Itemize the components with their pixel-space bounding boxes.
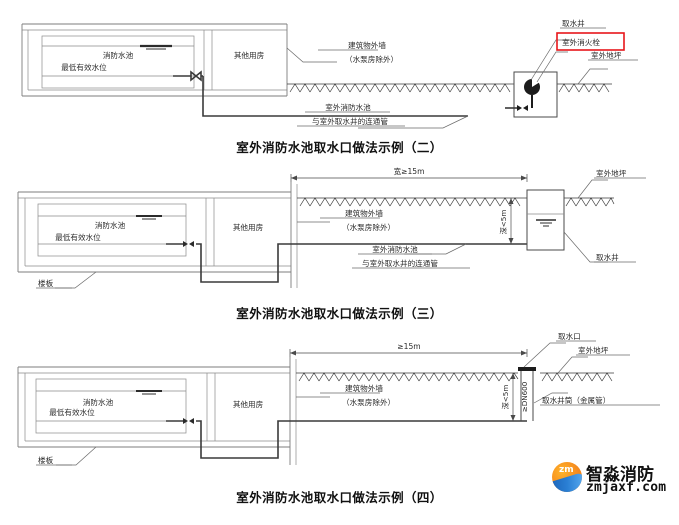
exterior-wall-leader xyxy=(286,47,378,63)
outdoor-grade-hatch xyxy=(297,197,527,207)
figure-3-caption: 室外消防水池取水口做法示例（四） xyxy=(236,490,443,505)
depth-dimension xyxy=(510,373,516,421)
building-outline xyxy=(21,23,288,97)
intake-port-label: 取水口 xyxy=(558,331,581,341)
depth-dimension-label: 深<5m xyxy=(501,385,510,410)
pool-label: 消防水池 xyxy=(95,220,126,230)
site-watermark: zm 智淼消防 zmjaxf.com xyxy=(552,458,676,502)
intake-well-casing xyxy=(518,367,536,421)
valve-and-outlet-pipe xyxy=(166,418,527,459)
intake-well-leader xyxy=(563,231,636,263)
depth-dimension-label: 深<5m xyxy=(499,210,508,235)
outdoor-grade-label: 室外地坪 xyxy=(596,168,627,178)
outdoor-grade-hatch-right xyxy=(557,83,612,93)
connect-pipe-line2: 与室外取水井的连通管 xyxy=(312,116,388,126)
other-room-label: 其他用房 xyxy=(233,399,263,409)
exterior-wall-label: 建筑物外墙 xyxy=(345,383,383,393)
connect-pipe-leader xyxy=(352,243,470,269)
figure-2-outdoor-fire-pool-intake-example-3: 宽≥15m 消防水池 最低有效水位 其他用房 楼板 xyxy=(0,160,679,325)
exterior-wall-note: （水泵房除外） xyxy=(342,222,395,232)
exterior-wall-label: 建筑物外墙 xyxy=(348,40,386,50)
hydrant-label: 室外消火栓 xyxy=(562,37,600,47)
pool-label: 消防水池 xyxy=(103,50,134,60)
exterior-wall-note: （水泵房除外） xyxy=(345,54,398,64)
hydrant-leader xyxy=(536,51,568,83)
brand-name-cn: 智淼消防 xyxy=(586,465,654,485)
outdoor-grade-label: 室外地坪 xyxy=(591,50,622,60)
other-room-label: 其他用房 xyxy=(234,50,264,60)
outdoor-grade-hatch-right xyxy=(564,197,615,207)
exterior-wall-label: 建筑物外墙 xyxy=(345,208,383,218)
outdoor-grade-leader xyxy=(557,354,630,374)
water-surface-symbol xyxy=(140,44,172,50)
exterior-wall-leader xyxy=(296,392,380,398)
pool-label: 消防水池 xyxy=(83,397,114,407)
exterior-wall-leader xyxy=(297,217,380,223)
connect-pipe-line1: 室外消防水池 xyxy=(372,244,418,254)
valve-and-outlet-pipe xyxy=(166,241,527,283)
fire-water-pool-box xyxy=(37,203,187,257)
width-dimension-label: 宽≥15m xyxy=(393,166,424,176)
exterior-wall-note: （水泵房除外） xyxy=(342,397,395,407)
hydrant-highlight-box xyxy=(556,32,625,51)
water-level-label: 最低有效水位 xyxy=(49,407,95,417)
water-surface-symbol xyxy=(136,215,162,220)
badge-text: zm xyxy=(559,465,574,475)
outdoor-grade-leader xyxy=(577,59,638,85)
outdoor-grade-label: 室外地坪 xyxy=(578,345,609,355)
other-room-box xyxy=(206,373,216,441)
floor-slab-leader xyxy=(36,271,97,289)
well-casing-leader xyxy=(533,392,660,406)
floor-slab-label: 楼板 xyxy=(38,455,54,465)
outdoor-grade-hatch xyxy=(296,372,519,382)
intake-port-leader xyxy=(523,340,596,368)
figure-1-caption: 室外消防水池取水口做法示例（二） xyxy=(236,140,443,155)
depth-dimension xyxy=(508,198,514,244)
brand-badge-icon: zm xyxy=(552,462,582,492)
valve-and-outlet-pipe xyxy=(173,70,468,117)
well-casing-label: 取水井筒（金属管） xyxy=(542,395,610,405)
floor-slab-leader xyxy=(36,446,97,466)
connect-pipe-leader xyxy=(297,111,469,129)
outdoor-grade-hatch-right xyxy=(540,372,614,382)
connect-pipe-line1: 室外消防水池 xyxy=(325,102,371,112)
figure-1-outdoor-fire-pool-intake-example-2: 消防水池 最低有效水位 其他用房 建筑物外墙 （水泵房除外） 室外消防 xyxy=(0,0,679,160)
water-surface-symbol xyxy=(136,390,162,395)
outdoor-grade-leader xyxy=(577,177,646,199)
building-outline xyxy=(17,178,298,288)
intake-well-box xyxy=(505,71,558,118)
other-room-box xyxy=(203,30,213,90)
outdoor-grade-hatch-left xyxy=(287,83,514,93)
intake-well-label: 取水井 xyxy=(562,18,585,28)
brand-url: zmjaxf.com xyxy=(586,480,667,495)
other-room-box xyxy=(205,198,215,266)
other-room-label: 其他用房 xyxy=(233,222,263,232)
pipe-diameter-label: ≥DN600 xyxy=(520,381,529,412)
water-level-label: 最低有效水位 xyxy=(55,232,101,242)
intake-well-label: 取水井 xyxy=(596,252,619,262)
fire-water-pool-box xyxy=(41,35,195,89)
water-level-label: 最低有效水位 xyxy=(61,62,107,72)
width-dimension-label: ≥15m xyxy=(397,342,420,351)
floor-slab-label: 楼板 xyxy=(38,278,54,288)
intake-well-box xyxy=(526,189,565,251)
connect-pipe-line2: 与室外取水井的连通管 xyxy=(362,258,438,268)
figure-2-caption: 室外消防水池取水口做法示例（三） xyxy=(236,306,443,321)
intake-well-leader xyxy=(530,27,606,81)
building-outline xyxy=(17,353,297,465)
figure-3-outdoor-fire-pool-intake-example-4: ≥15m 消防水池 最低有效水位 其他用房 楼板 xyxy=(0,325,679,525)
